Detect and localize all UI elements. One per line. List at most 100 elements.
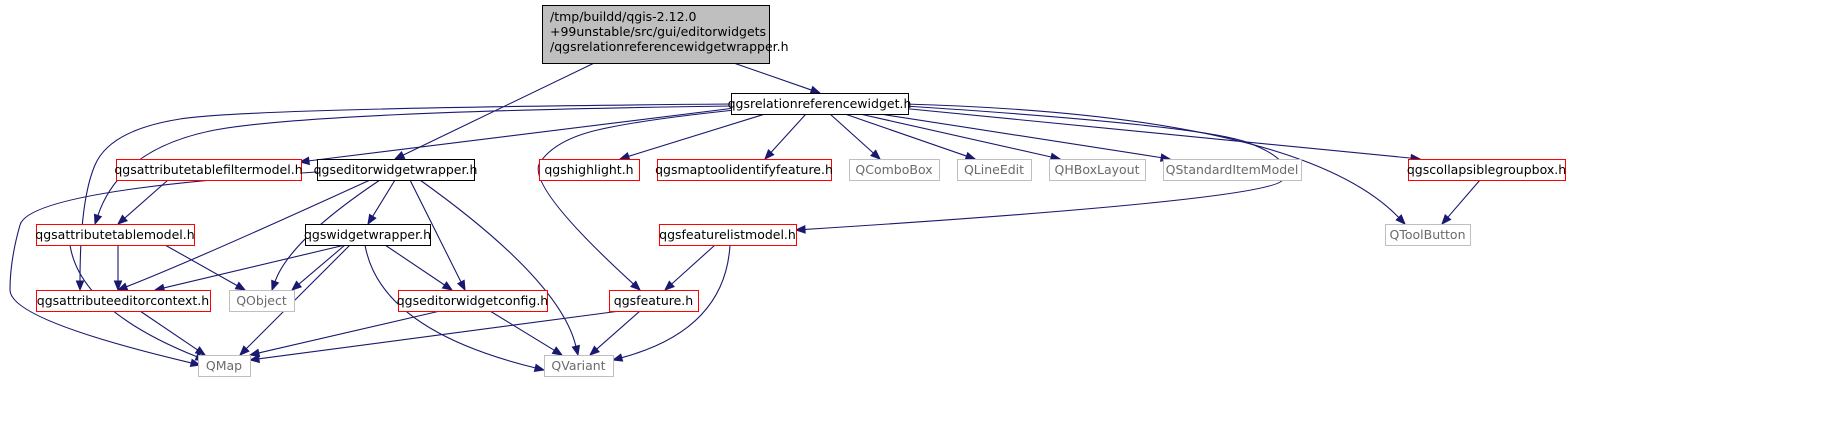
node-widgetwrap[interactable]: qgswidgetwrapper.h bbox=[304, 224, 431, 246]
edge-filtermodel-to-tablemodel bbox=[116, 179, 169, 225]
node-box bbox=[229, 290, 295, 312]
node-label: qgscollapsiblegroupbox.h bbox=[1407, 162, 1566, 177]
edge-arrowhead bbox=[809, 85, 822, 94]
node-qvariant[interactable]: QVariant bbox=[544, 355, 614, 377]
node-box bbox=[657, 159, 832, 181]
edge-line bbox=[904, 103, 1400, 218]
node-qtoolbutton[interactable]: QToolButton bbox=[1385, 224, 1471, 246]
node-box bbox=[731, 93, 909, 115]
edge-arrowhead bbox=[533, 363, 546, 373]
edge-line bbox=[859, 113, 1052, 158]
node-label: QObject bbox=[236, 293, 287, 308]
edge-arrowhead bbox=[234, 281, 247, 291]
node-relref[interactable]: qgsrelationreferencewidget.h bbox=[728, 93, 912, 115]
node-label: +99unstable/src/gui/editorwidgets bbox=[550, 24, 766, 39]
edge-arrowhead bbox=[964, 151, 977, 161]
node-label: qgsattributetablefiltermodel.h bbox=[114, 162, 302, 177]
edge-arrowhead bbox=[393, 151, 406, 160]
node-label: QComboBox bbox=[855, 162, 932, 177]
edge-line bbox=[163, 244, 346, 289]
node-feature[interactable]: qgsfeature.h bbox=[609, 290, 699, 312]
node-box bbox=[1408, 159, 1566, 181]
node-featlist[interactable]: qgsfeaturelistmodel.h bbox=[659, 224, 797, 246]
edge-line bbox=[1447, 179, 1481, 218]
node-label: QMap bbox=[206, 358, 242, 373]
edge-arrowhead bbox=[116, 214, 128, 225]
node-box bbox=[198, 355, 251, 377]
edge-collapsible-to-qtoolbutton bbox=[1441, 179, 1481, 226]
edge-line bbox=[164, 244, 238, 287]
node-tablemodel[interactable]: qgsattributetablemodel.h bbox=[35, 224, 195, 246]
edge-widgetwrap-to-qmap bbox=[239, 244, 351, 356]
node-label: qgsfeature.h bbox=[614, 293, 693, 308]
node-collapsible[interactable]: qgscollapsiblegroupbox.h bbox=[1407, 159, 1566, 181]
node-highlight[interactable]: qgshighlight.h bbox=[539, 159, 640, 181]
edge-featlist-to-qvariant bbox=[611, 244, 731, 362]
node-editorcfg[interactable]: qgseditorwidgetconfig.h bbox=[397, 290, 548, 312]
node-label: qgsrelationreferencewidget.h bbox=[728, 96, 912, 111]
node-qstditem[interactable]: QStandardItemModel bbox=[1163, 159, 1302, 181]
node-label: qgsattributeeditorcontext.h bbox=[37, 293, 209, 308]
edge-line bbox=[372, 179, 396, 217]
edge-line bbox=[402, 52, 616, 156]
node-qmap[interactable]: QMap bbox=[198, 355, 251, 377]
node-box bbox=[544, 355, 614, 377]
edge-relref-to-filtermodel bbox=[298, 107, 736, 166]
node-qobject[interactable]: QObject bbox=[229, 290, 295, 312]
edge-widgetwrap-to-qvariant bbox=[364, 244, 546, 373]
node-box bbox=[398, 290, 548, 312]
edge-arrowhead bbox=[794, 225, 806, 234]
edge-relref-to-feature bbox=[537, 109, 736, 291]
edge-arrowhead bbox=[75, 280, 85, 292]
edge-relref-to-qlineedit bbox=[844, 113, 977, 161]
edge-line bbox=[419, 179, 577, 347]
edge-line bbox=[298, 244, 346, 285]
edge-arrowhead bbox=[113, 280, 123, 292]
node-label: qgsfeaturelistmodel.h bbox=[659, 227, 796, 242]
node-box bbox=[609, 290, 699, 312]
edge-arrowhead bbox=[189, 358, 202, 368]
node-label: qgshighlight.h bbox=[544, 162, 633, 177]
edge-line bbox=[899, 107, 1412, 159]
node-label: QToolButton bbox=[1390, 227, 1466, 242]
node-qhbox[interactable]: QHBoxLayout bbox=[1049, 159, 1146, 181]
edge-root-to-editorwrap bbox=[393, 52, 616, 160]
node-label: qgseditorwidgetconfig.h bbox=[397, 293, 548, 308]
edge-feature-to-qvariant bbox=[588, 310, 641, 356]
node-identify[interactable]: qgsmaptoolidentifyfeature.h bbox=[655, 159, 833, 181]
edge-arrowhead bbox=[588, 345, 600, 356]
edge-relref-to-highlight bbox=[618, 113, 766, 161]
nodes-layer: /tmp/buildd/qgis-2.12.0+99unstable/src/g… bbox=[35, 5, 1566, 377]
edge-feature-to-qmap bbox=[248, 310, 621, 364]
edge-line bbox=[770, 113, 807, 153]
edge-arrowhead bbox=[93, 213, 103, 226]
edge-line bbox=[124, 179, 169, 219]
node-qcombobox[interactable]: QComboBox bbox=[849, 159, 940, 181]
edge-arrowhead bbox=[441, 281, 454, 291]
edge-line bbox=[126, 179, 371, 288]
edge-relref-to-identify bbox=[764, 113, 807, 160]
node-box bbox=[659, 224, 797, 246]
edge-line bbox=[621, 244, 731, 359]
edge-arrowhead bbox=[571, 344, 581, 357]
edge-arrowhead bbox=[611, 353, 624, 362]
node-label: QHBoxLayout bbox=[1055, 162, 1140, 177]
edge-line bbox=[671, 244, 716, 285]
node-filtermodel[interactable]: qgsattributetablefiltermodel.h bbox=[114, 159, 303, 181]
node-editorctx[interactable]: qgsattributeeditorcontext.h bbox=[36, 290, 211, 312]
node-label: QVariant bbox=[551, 358, 605, 373]
edge-arrowhead bbox=[456, 279, 466, 292]
edge-arrowhead bbox=[248, 348, 261, 358]
edge-line bbox=[628, 113, 766, 157]
edge-arrowhead bbox=[870, 149, 881, 160]
node-editorwrap[interactable]: qgseditorwidgetwrapper.h bbox=[314, 159, 478, 181]
edge-relref-to-qstditem bbox=[879, 113, 1172, 162]
edge-editorwrap-to-editorcfg bbox=[409, 179, 466, 292]
edge-arrowhead bbox=[664, 280, 675, 291]
node-box bbox=[1385, 224, 1471, 246]
edge-line bbox=[489, 310, 555, 351]
edge-tablemodel-to-qobject bbox=[164, 244, 247, 291]
node-qlineedit[interactable]: QLineEdit bbox=[957, 159, 1032, 181]
node-label: qgsmaptoolidentifyfeature.h bbox=[655, 162, 833, 177]
